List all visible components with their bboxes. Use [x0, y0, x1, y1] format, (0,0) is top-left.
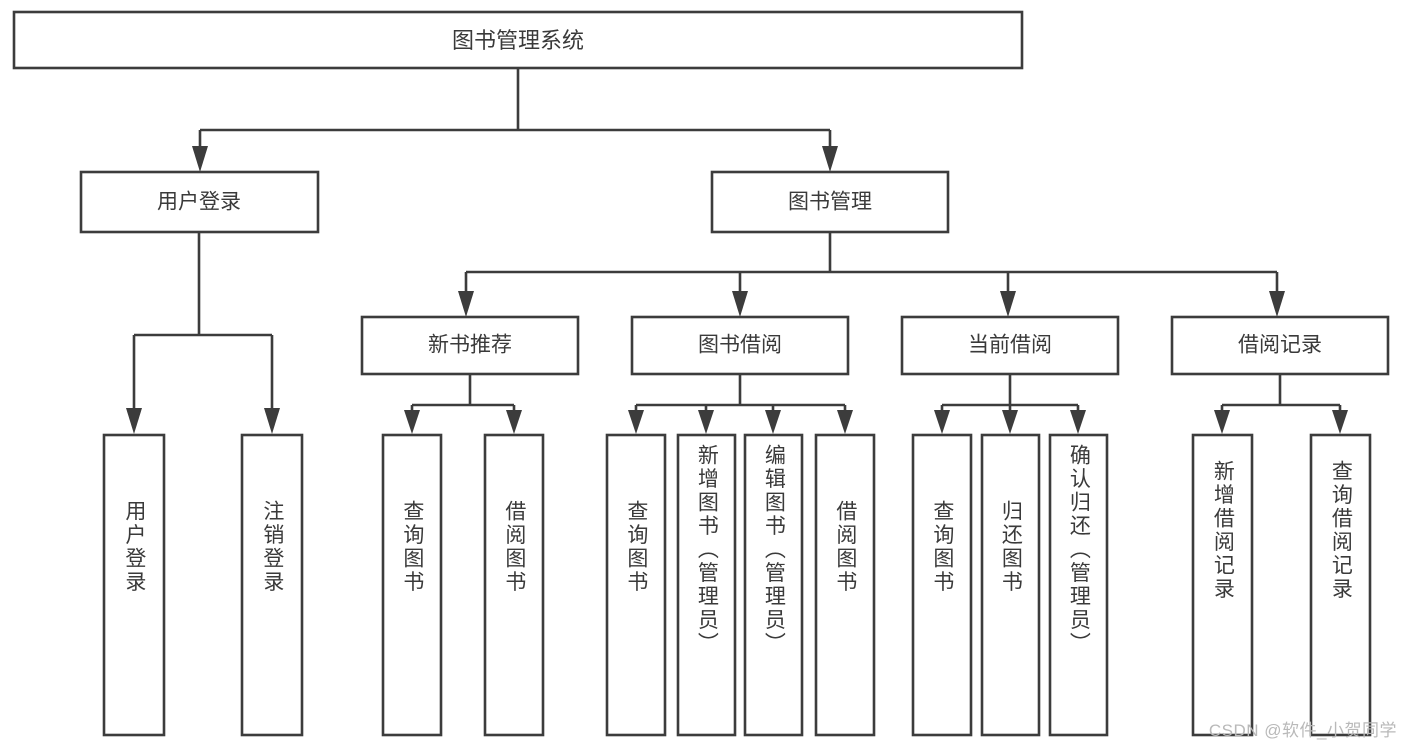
node-current-borrow-label: 当前借阅: [968, 334, 1052, 357]
arrow-to-leaf-logout: [264, 408, 280, 434]
node-current-borrow[interactable]: 当前借阅: [900, 315, 1120, 376]
arrow-to-new-book-recommend: [458, 291, 474, 317]
node-root-box[interactable]: [12, 10, 1024, 70]
arrow-to-leaf-edit-book: [765, 410, 781, 434]
arrow-to-current-borrow: [1000, 291, 1016, 317]
leaf-logout-box[interactable]: [240, 433, 304, 737]
leaf-query-book-1-box[interactable]: [381, 433, 443, 737]
leaf-add-book-box[interactable]: [676, 433, 737, 737]
leaf-borrow-book-2-box[interactable]: [814, 433, 876, 737]
node-root[interactable]: 图书管理系统: [12, 10, 1024, 70]
node-book-borrow-label: 图书借阅: [698, 334, 782, 357]
leaf-return-book-box[interactable]: [980, 433, 1041, 737]
node-borrow-record[interactable]: 借阅记录: [1170, 315, 1390, 376]
arrow-to-leaf-query-book-3: [934, 410, 950, 434]
arrow-to-leaf-query-book-2: [628, 410, 644, 434]
connector-new-book-recommend-to-leaves: [404, 374, 522, 434]
node-current-borrow-box[interactable]: [900, 315, 1120, 376]
leaf-confirm-return-box[interactable]: [1048, 433, 1109, 737]
arrow-to-user-login: [192, 146, 208, 172]
node-new-book-recommend[interactable]: 新书推荐: [360, 315, 580, 376]
leaf-query-record-box[interactable]: [1309, 433, 1372, 737]
leaf-query-book-3-box[interactable]: [911, 433, 973, 737]
node-book-manage[interactable]: 图书管理: [710, 170, 950, 234]
arrow-to-leaf-confirm-return: [1070, 410, 1086, 434]
arrow-to-leaf-user-login: [126, 408, 142, 434]
arrow-to-leaf-borrow-book-1: [506, 410, 522, 434]
node-new-book-recommend-label: 新书推荐: [428, 334, 512, 357]
connector-borrow-record-to-leaves: [1214, 374, 1348, 434]
connector-user-login-to-leaves: [126, 232, 280, 434]
connector-root-to-level2: [192, 68, 838, 172]
node-user-login-box[interactable]: [79, 170, 320, 234]
arrow-to-book-borrow: [732, 291, 748, 317]
arrow-to-leaf-query-book-1: [404, 410, 420, 434]
node-book-manage-label: 图书管理: [788, 191, 872, 214]
leaf-user-login-box[interactable]: [102, 433, 166, 737]
leaf-add-record-box[interactable]: [1191, 433, 1254, 737]
arrow-to-book-manage: [822, 146, 838, 172]
node-borrow-record-label: 借阅记录: [1238, 334, 1322, 357]
node-root-label: 图书管理系统: [452, 28, 584, 53]
arrow-to-leaf-add-book: [698, 410, 714, 434]
leaf-edit-book-box[interactable]: [743, 433, 804, 737]
leaf-query-book-2-box[interactable]: [605, 433, 667, 737]
node-book-borrow[interactable]: 图书借阅: [630, 315, 850, 376]
connector-current-borrow-to-leaves: [934, 374, 1086, 434]
node-new-book-recommend-box[interactable]: [360, 315, 580, 376]
connector-book-borrow-to-leaves: [628, 374, 853, 434]
arrow-to-leaf-add-record: [1214, 410, 1230, 434]
arrow-to-leaf-return-book: [1002, 410, 1018, 434]
leaf-borrow-book-1-box[interactable]: [483, 433, 545, 737]
csdn-watermark: CSDN @软件_小贺同学: [1208, 721, 1397, 740]
arrow-to-leaf-borrow-book-2: [837, 410, 853, 434]
node-user-login[interactable]: 用户登录: [79, 170, 320, 234]
arrow-to-borrow-record: [1269, 291, 1285, 317]
node-user-login-label: 用户登录: [157, 191, 241, 214]
connector-book-manage-to-level3: [458, 232, 1285, 317]
arrow-to-leaf-query-record: [1332, 410, 1348, 434]
